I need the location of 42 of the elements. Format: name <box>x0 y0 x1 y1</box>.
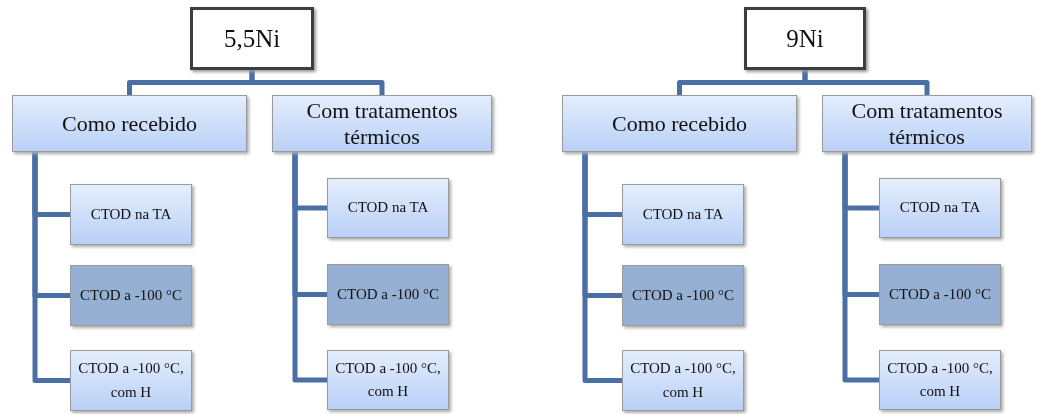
node-label: CTOD a -100 °C <box>80 285 182 305</box>
category-box <box>272 95 492 152</box>
node-label: 9Ni <box>786 24 824 53</box>
test-box <box>879 264 1001 325</box>
category-box <box>562 95 797 152</box>
node-label: Com tratamentos térmicos <box>850 98 1004 149</box>
test-box <box>879 350 1001 410</box>
category-box <box>822 95 1032 152</box>
node-label: Como recebido <box>62 110 197 137</box>
node-label: CTOD na TA <box>90 204 172 224</box>
node-label: CTOD a -100 °C <box>337 284 439 304</box>
material-box <box>744 7 866 70</box>
test-box <box>327 264 449 325</box>
connector-line <box>802 70 930 95</box>
connector-line <box>249 70 385 95</box>
connector-line <box>32 152 70 383</box>
node-label: CTOD a -100 °C, com H <box>334 358 442 401</box>
node-label: CTOD a -100 °C <box>632 285 734 305</box>
node-label: CTOD na TA <box>899 198 981 218</box>
test-box <box>70 350 192 411</box>
test-box <box>70 265 192 326</box>
node-label: 5,5Ni <box>223 24 281 53</box>
node-label: CTOD na TA <box>642 204 724 224</box>
test-box <box>327 178 449 238</box>
category-box <box>12 95 247 152</box>
node-label: Como recebido <box>612 110 747 137</box>
node-label: CTOD a -100 °C, com H <box>77 359 185 402</box>
material-box <box>190 7 314 70</box>
node-label: CTOD a -100 °C <box>889 284 991 304</box>
node-label: CTOD a -100 °C, com H <box>886 358 994 401</box>
node-label: CTOD a -100 °C, com H <box>629 359 737 402</box>
test-box <box>70 184 192 245</box>
test-box <box>879 178 1001 238</box>
test-box <box>327 350 449 410</box>
test-box <box>622 350 744 411</box>
connector-line <box>582 152 622 383</box>
connector-line <box>292 152 327 383</box>
node-label: CTOD na TA <box>347 198 429 218</box>
node-label: Com tratamentos térmicos <box>305 98 459 149</box>
test-box <box>622 265 744 326</box>
test-box <box>622 184 744 245</box>
connector-line <box>842 152 879 383</box>
